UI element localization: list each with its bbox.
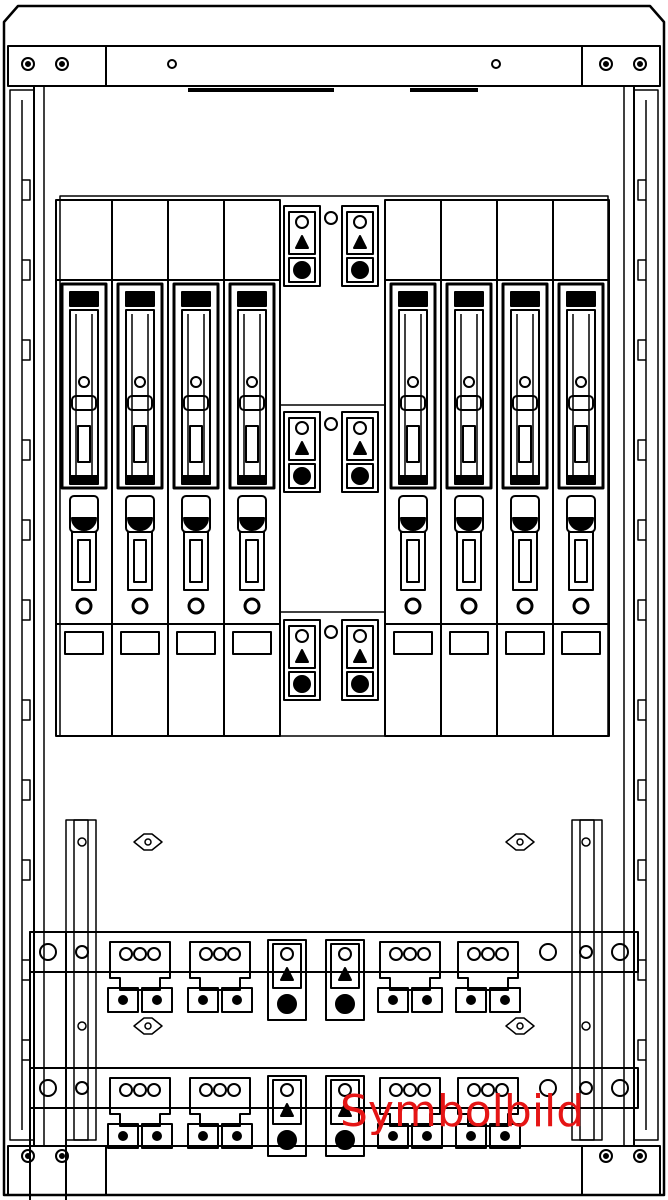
rail-notches-right: [637, 179, 646, 1061]
busbar-1-clamp-1: [107, 941, 173, 1013]
busbar-2-clamp-4: [325, 1075, 365, 1157]
rail-notches-left: [22, 179, 31, 1061]
busbar-1-clamp-2: [187, 941, 253, 1013]
fuse-base-6: [440, 199, 498, 737]
fuse-contact-lower: [398, 495, 428, 615]
busbar-2: [29, 1067, 639, 1200]
busbar-1-clamp-6: [455, 941, 521, 1013]
terminal-clamp-r1-right: [341, 205, 379, 287]
busbars: [29, 931, 639, 1200]
label-window: [561, 631, 601, 655]
fuse-contact-lower: [125, 495, 155, 615]
fuse-base-8: [552, 199, 610, 737]
clamp-bridge-screw: [324, 625, 338, 639]
label-window: [393, 631, 433, 655]
fuse-base-2: [111, 199, 169, 737]
fuse-contact-lower: [566, 495, 596, 615]
cabinet-housing: [2, 4, 666, 1197]
fuse-base-3: [167, 199, 225, 737]
label-window: [176, 631, 216, 655]
fuse-base-7: [496, 199, 554, 737]
label-window: [449, 631, 489, 655]
side-rails: [9, 89, 659, 1141]
clamp-bridge-screw: [324, 417, 338, 431]
watermark-text: Symbolbild: [340, 1086, 585, 1137]
busbar-1-clamp-3: [267, 939, 307, 1021]
fuse-contact-lower: [454, 495, 484, 615]
busbar-end-bracket: [29, 1067, 67, 1200]
busbar-1: [29, 931, 639, 1109]
label-window: [232, 631, 272, 655]
fuse-contact-lower: [69, 495, 99, 615]
busbar-2-clamp-5: [377, 1077, 443, 1149]
busbar-1-clamp-4: [325, 939, 365, 1021]
lower-din-rails: [65, 819, 603, 1141]
fuse-contact-lower: [181, 495, 211, 615]
terminal-clamp-r1-left: [283, 205, 321, 287]
fuse-base-4: [223, 199, 281, 737]
corner-screws: [21, 57, 647, 1163]
fuse-contact-lower: [510, 495, 540, 615]
clamp-bridge-screw: [324, 211, 338, 225]
busbar-end-bracket: [29, 931, 67, 1109]
terminal-clamp-r3-right: [341, 619, 379, 701]
label-window: [120, 631, 160, 655]
label-window: [64, 631, 104, 655]
label-window: [505, 631, 545, 655]
busbar-2-clamp-2: [187, 1077, 253, 1149]
busbar-2-clamp-3: [267, 1075, 307, 1157]
fuse-base-5: [384, 199, 442, 737]
terminal-clamp-r2-right: [341, 411, 379, 493]
busbar-1-clamp-5: [377, 941, 443, 1013]
fuse-base-1: [55, 199, 113, 737]
center-terminal-clamps: [283, 205, 379, 701]
fuse-group-right: [384, 199, 610, 737]
terminal-clamp-r3-left: [283, 619, 321, 701]
terminal-clamp-r2-left: [283, 411, 321, 493]
fuse-contact-lower: [237, 495, 267, 615]
fuse-group-left: [55, 199, 281, 737]
busbar-2-clamp-1: [107, 1077, 173, 1149]
busbar-2-clamp-6: [455, 1077, 521, 1149]
